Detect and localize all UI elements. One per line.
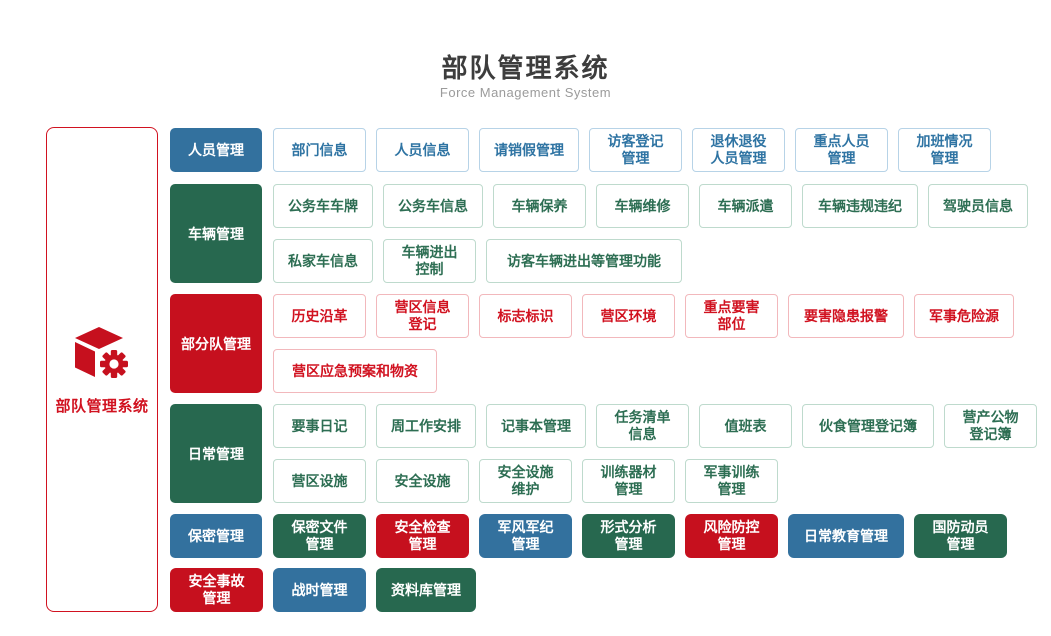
- module-row: 保密文件管理安全检查管理军风军纪管理形式分析管理风险防控管理日常教育管理国防动员…: [273, 514, 1007, 558]
- module-item: 安全事故管理: [170, 568, 263, 612]
- module-item: 安全设施: [376, 459, 469, 503]
- module-row: 私家车信息车辆进出控制访客车辆进出等管理功能: [273, 239, 682, 283]
- module-item: 公务车车牌: [273, 184, 373, 228]
- module-row: 公务车车牌公务车信息车辆保养车辆维修车辆派遣车辆违规违纪驾驶员信息: [273, 184, 1028, 228]
- module-item: 营区环境: [582, 294, 675, 338]
- module-item: 驾驶员信息: [928, 184, 1028, 228]
- module-item: 要事日记: [273, 404, 366, 448]
- group-header: 车辆管理: [170, 184, 262, 283]
- module-item: 私家车信息: [273, 239, 373, 283]
- module-row: 营区应急预案和物资: [273, 349, 437, 393]
- module-item: 营区信息登记: [376, 294, 469, 338]
- module-row: 要事日记周工作安排记事本管理任务清单信息值班表伙食管理登记簿营产公物登记簿: [273, 404, 1037, 448]
- module-item: 风险防控管理: [685, 514, 778, 558]
- module-item: 军事危险源: [914, 294, 1014, 338]
- module-item: 军风军纪管理: [479, 514, 572, 558]
- module-item: 伙食管理登记簿: [802, 404, 934, 448]
- module-item: 加班情况管理: [898, 128, 991, 172]
- cube-gear-icon: [71, 324, 133, 385]
- module-row: 营区设施安全设施安全设施维护训练器材管理军事训练管理: [273, 459, 778, 503]
- group-header: 人员管理: [170, 128, 262, 172]
- page-title: 部队管理系统: [441, 53, 610, 83]
- group-header: 部分队管理: [170, 294, 262, 393]
- module-item: 车辆进出控制: [383, 239, 476, 283]
- module-item: 营区应急预案和物资: [273, 349, 437, 393]
- page-subtitle: Force Management System: [439, 85, 612, 100]
- module-item: 形式分析管理: [582, 514, 675, 558]
- group-header: 日常管理: [170, 404, 262, 503]
- module-item: 营产公物登记簿: [944, 404, 1037, 448]
- system-root-label: 部队管理系统: [55, 397, 149, 415]
- module-item: 车辆维修: [596, 184, 689, 228]
- module-item: 训练器材管理: [582, 459, 675, 503]
- module-item: 日常教育管理: [788, 514, 904, 558]
- module-item: 访客车辆进出等管理功能: [486, 239, 682, 283]
- module-item: 值班表: [699, 404, 792, 448]
- module-item: 车辆保养: [493, 184, 586, 228]
- module-item: 国防动员管理: [914, 514, 1007, 558]
- module-item: 部门信息: [273, 128, 366, 172]
- module-item: 请销假管理: [479, 128, 579, 172]
- module-item: 车辆派遣: [699, 184, 792, 228]
- module-item: 资料库管理: [376, 568, 476, 612]
- module-item: 记事本管理: [486, 404, 586, 448]
- module-item: 安全检查管理: [376, 514, 469, 558]
- module-row: 部门信息人员信息请销假管理访客登记管理退休退役人员管理重点人员管理加班情况管理: [273, 128, 991, 172]
- module-item: 重点人员管理: [795, 128, 888, 172]
- module-item: 军事训练管理: [685, 459, 778, 503]
- module-item: 战时管理: [273, 568, 366, 612]
- module-item: 历史沿革: [273, 294, 366, 338]
- module-item: 访客登记管理: [589, 128, 682, 172]
- module-item: 保密文件管理: [273, 514, 366, 558]
- system-root-panel: 部队管理系统: [46, 127, 158, 612]
- module-item: 车辆违规违纪: [802, 184, 918, 228]
- module-item: 要害隐患报警: [788, 294, 904, 338]
- group-header: 保密管理: [170, 514, 262, 558]
- module-item: 周工作安排: [376, 404, 476, 448]
- module-item: 重点要害部位: [685, 294, 778, 338]
- module-item: 人员信息: [376, 128, 469, 172]
- module-item: 安全设施维护: [479, 459, 572, 503]
- module-item: 标志标识: [479, 294, 572, 338]
- module-item: 退休退役人员管理: [692, 128, 785, 172]
- module-item: 公务车信息: [383, 184, 483, 228]
- module-item: 营区设施: [273, 459, 366, 503]
- module-row: 安全事故管理战时管理资料库管理: [170, 568, 476, 612]
- module-item: 任务清单信息: [596, 404, 689, 448]
- module-row: 历史沿革营区信息登记标志标识营区环境重点要害部位要害隐患报警军事危险源: [273, 294, 1014, 338]
